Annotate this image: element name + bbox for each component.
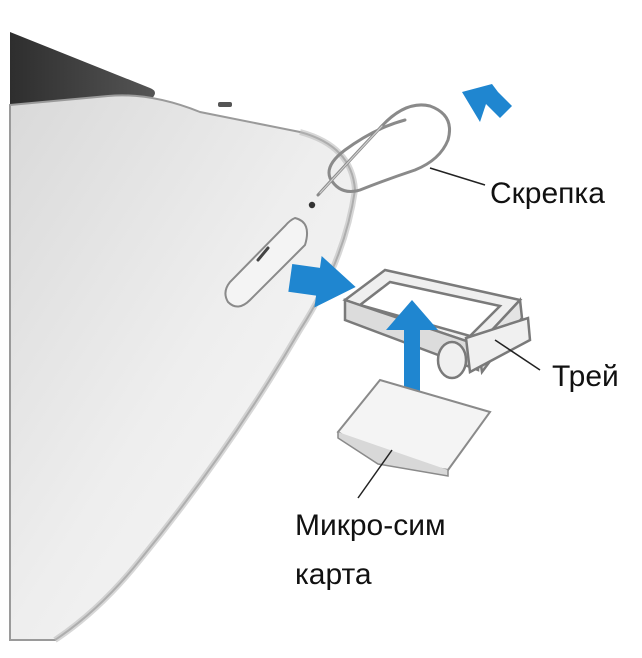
device-top-band <box>10 32 155 110</box>
micro-sim-card <box>336 378 492 477</box>
device-top-slot <box>218 102 232 107</box>
eject-pinhole <box>308 201 316 209</box>
device-sim-slot <box>224 216 308 308</box>
arrow-right-icon <box>288 255 356 308</box>
sim-leader-line <box>357 449 393 499</box>
sim-tray <box>342 268 532 380</box>
sim-label-line2: карта <box>295 558 372 591</box>
paperclip-label: Скрепка <box>490 177 605 210</box>
arrow-left-down-icon <box>462 84 512 122</box>
device-edge-highlight <box>53 129 359 643</box>
tray-leader-line <box>494 339 541 371</box>
arrow-up-icon <box>386 300 438 422</box>
device-body <box>9 32 359 643</box>
tray-label: Трей <box>552 360 619 393</box>
paperclip-leader-line <box>429 167 486 186</box>
sim-label-line1: Микро-сим <box>295 509 446 542</box>
paperclip-tool <box>316 103 451 197</box>
